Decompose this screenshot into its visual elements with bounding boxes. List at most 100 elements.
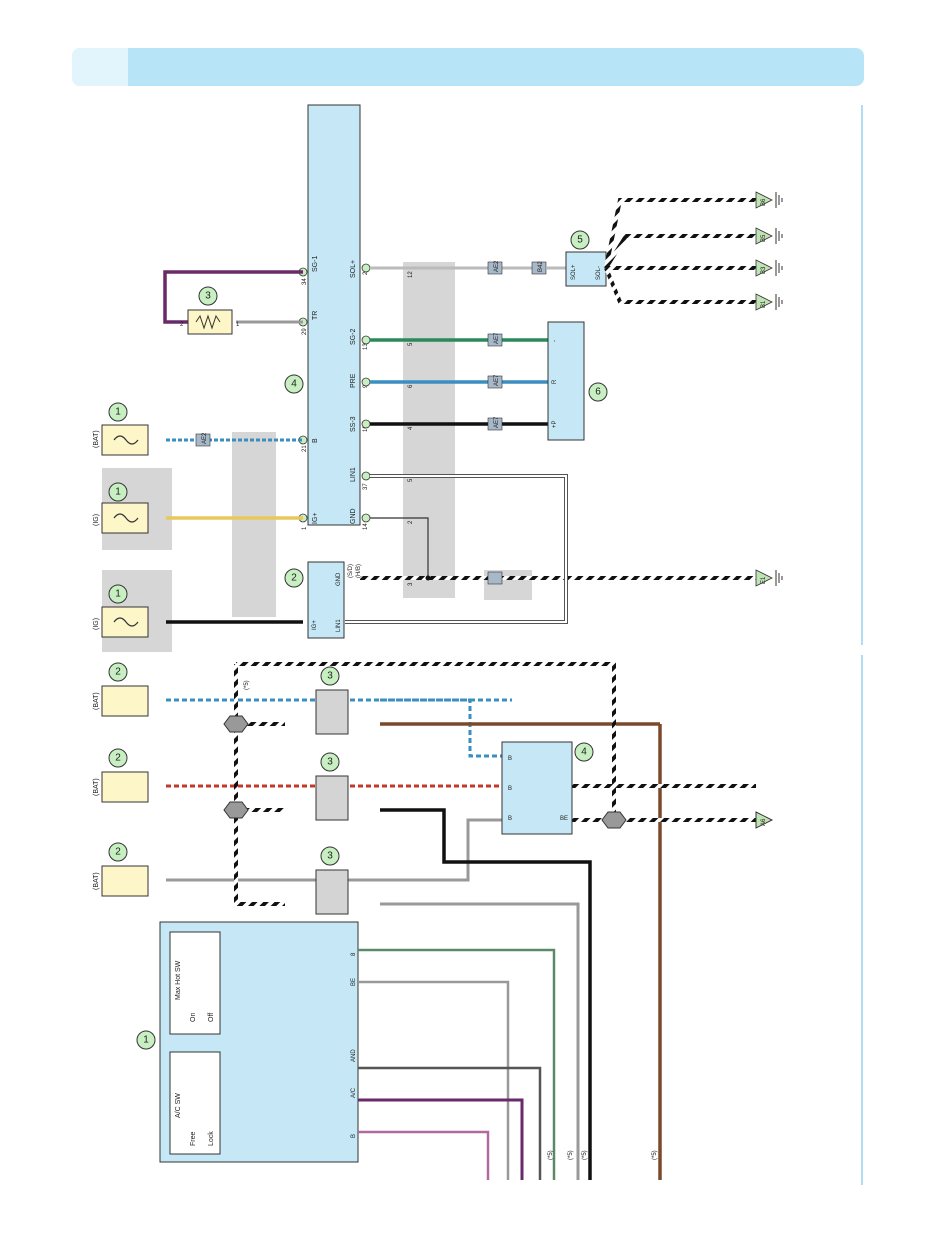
shaded-pin-numbers: 12 5 6 4 5 2 3: [408, 271, 414, 586]
ecu-module: [307, 104, 361, 526]
callout-sensor-number: 3: [205, 291, 211, 302]
svg-text:(*5): (*5): [548, 1150, 554, 1160]
bottom-fuses: [101, 685, 149, 897]
svg-text:A/C SW: A/C SW: [175, 1093, 182, 1118]
svg-text:(*5): (*5): [652, 1150, 658, 1160]
ecu-label-sg1: SG-1: [312, 256, 319, 272]
svg-text:B: B: [508, 816, 512, 822]
ground-label-e1: E1: [761, 576, 767, 584]
svg-text:+P: +P: [552, 420, 558, 428]
svg-text:2: 2: [115, 753, 121, 764]
callout-ecu-number: 4: [291, 379, 297, 390]
fuse: [101, 424, 149, 456]
ecu-label-lin1: LIN1: [350, 467, 357, 482]
splice-octagons: [223, 715, 627, 829]
switch-ac: [169, 1051, 221, 1155]
svg-text:(*5): (*5): [244, 680, 250, 690]
svg-text:2: 2: [115, 667, 121, 678]
inline-connector: [487, 571, 503, 585]
svg-text:AE7: AE7: [494, 374, 500, 386]
callout-ecu: [284, 374, 304, 394]
svg-text:1: 1: [115, 589, 121, 600]
svg-text:34: 34: [302, 278, 308, 285]
callout-relay: [320, 666, 340, 686]
resistor-module: [501, 741, 573, 835]
relay: [315, 869, 349, 915]
svg-text:AE7: AE7: [494, 332, 500, 344]
svg-text:(*5): (*5): [582, 1150, 588, 1160]
fuse: [101, 502, 149, 534]
svg-text:GND: GND: [336, 572, 342, 586]
svg-text:R: R: [552, 379, 558, 384]
pressure-sensor: [547, 321, 585, 441]
switch-max-hot: [169, 931, 221, 1035]
solenoid-module: [565, 251, 607, 287]
sensor-pin-a: 2: [180, 322, 184, 328]
wire-lin1: [345, 474, 568, 624]
inline-connector-label: AE2: [494, 260, 500, 272]
fuse: [101, 771, 149, 803]
svg-text:(BAT): (BAT): [93, 692, 100, 710]
svg-text:3: 3: [408, 582, 414, 586]
svg-text:4: 4: [581, 747, 587, 758]
svg-text:A6: A6: [761, 818, 767, 826]
solenoid-plus-label: SOL+: [571, 264, 577, 280]
fuse: [101, 606, 149, 638]
svg-text:3: 3: [327, 757, 333, 768]
wire-ground-bus: [236, 662, 616, 820]
svg-text:29: 29: [302, 328, 308, 335]
resistor-symbol: [195, 314, 221, 330]
ecu-label-igplus: IG+: [312, 513, 319, 524]
svg-text:BE: BE: [560, 816, 568, 822]
ground-label-b6: B6: [761, 198, 767, 206]
sensor-pin-b: 1: [236, 322, 240, 328]
relay: [315, 689, 349, 735]
svg-text:(*5): (*5): [568, 1150, 574, 1160]
header-tab: [72, 48, 128, 86]
callout-sensor: [198, 286, 218, 306]
svg-text:IG+: IG+: [312, 620, 318, 630]
lin-module: [307, 561, 345, 639]
svg-text:A/C: A/C: [351, 1087, 357, 1098]
callout-relay: [320, 846, 340, 866]
svg-text:B: B: [508, 786, 512, 792]
svg-text:Lock: Lock: [208, 1131, 215, 1146]
svg-text:(BAT): (BAT): [93, 872, 100, 890]
ground-a6: [755, 811, 774, 829]
svg-text:3: 3: [327, 851, 333, 862]
wire-purple-sg1: [163, 270, 303, 324]
svg-text:Max Hot SW: Max Hot SW: [175, 960, 182, 1000]
callout-control-panel: [136, 1030, 156, 1050]
relay: [315, 775, 349, 821]
ecu-label-b: B: [312, 438, 319, 443]
svg-text:LIN1: LIN1: [336, 619, 342, 632]
svg-text:6: 6: [595, 387, 601, 398]
svg-text:(BAT): (BAT): [93, 778, 100, 796]
svg-text:On: On: [190, 1013, 197, 1022]
ecu-label-ss3: SS-3: [350, 416, 357, 432]
svg-text:4: 4: [408, 426, 414, 430]
wire-gnd: [370, 517, 429, 578]
shaded-connector-area: [403, 262, 455, 598]
fuse-source-bat: (BAT): [93, 430, 100, 448]
relays: [315, 689, 349, 915]
callout-lin-module: [284, 568, 304, 588]
svg-text:AE7: AE7: [494, 416, 500, 428]
svg-text:6: 6: [408, 384, 414, 388]
svg-text:5: 5: [408, 478, 414, 482]
connector-b-label: B42: [538, 261, 544, 272]
svg-text:(H/B): (H/B): [356, 564, 362, 578]
ecu-pin-labels: SG-1 TR SG-2 PRE SS-3 B LIN1 GND IG+ SOL…: [312, 256, 357, 524]
svg-text:BE: BE: [351, 978, 357, 986]
svg-text:1: 1: [115, 487, 121, 498]
svg-text:(S/D): (S/D): [348, 564, 354, 578]
svg-text:1: 1: [115, 407, 121, 418]
svg-text:12: 12: [408, 271, 414, 278]
svg-text:37: 37: [363, 483, 369, 490]
svg-text:2: 2: [363, 271, 369, 275]
svg-text:2: 2: [115, 847, 121, 858]
fuse-source-ig: (IG): [93, 618, 100, 630]
fuse: [101, 865, 149, 897]
callout-resistor-module: [574, 742, 594, 762]
ground-label-b5: B5: [761, 234, 767, 242]
